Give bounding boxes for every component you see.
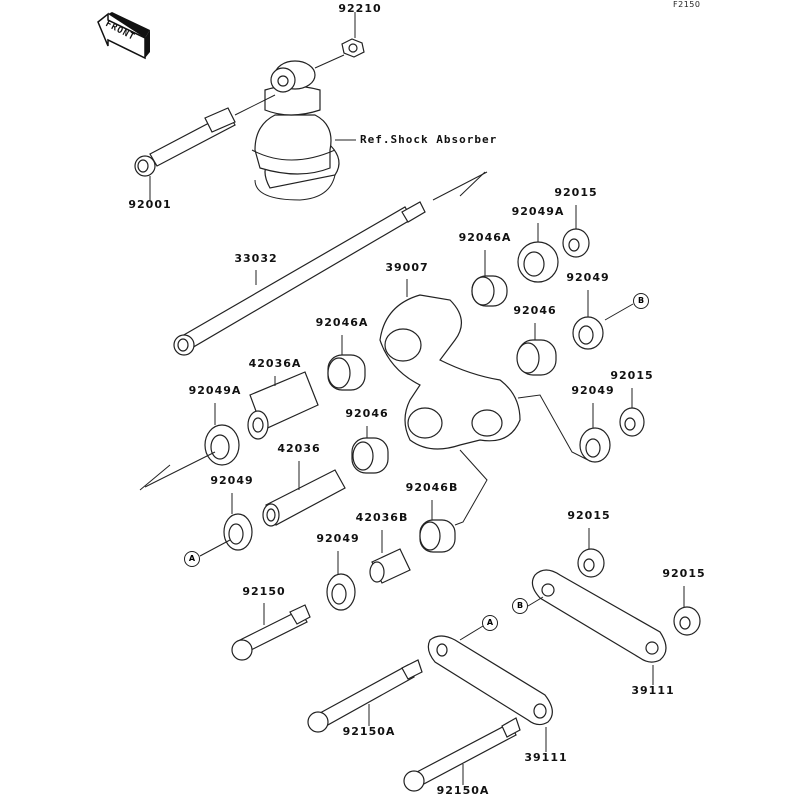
bearing-92046-right-drawing bbox=[516, 323, 557, 376]
part-label-92049-c[interactable]: 92049 bbox=[210, 474, 254, 487]
shaft-33032-drawing bbox=[173, 171, 488, 356]
spacer-42036-drawing bbox=[262, 461, 346, 527]
collar-92049-left-drawing bbox=[199, 493, 253, 557]
part-label-39007[interactable]: 39007 bbox=[385, 261, 429, 274]
nut-92015-right-drawing bbox=[673, 586, 701, 636]
part-label-92015-a[interactable]: 92015 bbox=[554, 186, 598, 199]
part-label-92049-b[interactable]: 92049 bbox=[571, 384, 615, 397]
spacer-42036B-drawing bbox=[369, 530, 411, 584]
marker-b-bottom: B bbox=[512, 598, 528, 614]
part-label-92015-b[interactable]: 92015 bbox=[610, 369, 654, 382]
part-label-42036[interactable]: 42036 bbox=[277, 442, 321, 455]
bolt-92150-drawing bbox=[231, 603, 311, 661]
marker-a-bottom: A bbox=[482, 615, 498, 631]
part-label-92049-a[interactable]: 92049 bbox=[566, 271, 610, 284]
part-label-92046-a[interactable]: 92046 bbox=[513, 304, 557, 317]
bearing-92046A-left-drawing bbox=[327, 335, 366, 391]
collar-92049A-right-drawing bbox=[517, 223, 559, 283]
part-label-92046A-a[interactable]: 92046A bbox=[458, 231, 512, 244]
nut-92210-drawing bbox=[314, 12, 365, 69]
part-label-92150[interactable]: 92150 bbox=[242, 585, 286, 598]
part-label-42036B[interactable]: 42036B bbox=[355, 511, 409, 524]
bolt-92150A-upper-drawing bbox=[307, 659, 423, 733]
shock-absorber-drawing bbox=[251, 60, 356, 201]
part-label-92015-c[interactable]: 92015 bbox=[567, 509, 611, 522]
part-label-92046B[interactable]: 92046B bbox=[405, 481, 459, 494]
marker-a-left: A bbox=[184, 551, 200, 567]
bearing-92046B-drawing bbox=[419, 500, 456, 553]
part-label-92049A-a[interactable]: 92049A bbox=[511, 205, 565, 218]
part-label-39111-a[interactable]: 39111 bbox=[631, 684, 675, 697]
part-label-42036A[interactable]: 42036A bbox=[248, 357, 302, 370]
part-label-92046A-b[interactable]: 92046A bbox=[315, 316, 369, 329]
nut-92015-mid-drawing bbox=[619, 388, 645, 437]
part-label-92210[interactable]: 92210 bbox=[338, 2, 382, 15]
bearing-92046A-right-drawing bbox=[471, 250, 508, 307]
collar-92049-bottom-drawing bbox=[326, 551, 356, 611]
link-39111-lower-drawing bbox=[427, 625, 553, 752]
bolt-92001-drawing bbox=[134, 94, 276, 200]
bolt-92150A-lower-drawing bbox=[403, 717, 521, 792]
bearing-92046-left-drawing bbox=[351, 426, 389, 474]
rocker-arm-39007-drawing bbox=[379, 279, 589, 526]
shock-absorber-reference-label: Ref.Shock Absorber bbox=[360, 133, 498, 146]
part-label-92150A-b[interactable]: 92150A bbox=[436, 784, 490, 797]
collar-92049-right-lower-drawing bbox=[579, 403, 611, 463]
collar-92049-right-drawing bbox=[572, 290, 634, 350]
link-39111-upper-drawing bbox=[527, 569, 667, 685]
part-label-92150A-a[interactable]: 92150A bbox=[342, 725, 396, 738]
nut-92015-top-drawing bbox=[562, 205, 590, 258]
part-label-39111-b[interactable]: 39111 bbox=[524, 751, 568, 764]
spacer-42036A-drawing bbox=[247, 371, 319, 440]
front-arrow-icon bbox=[97, 12, 150, 60]
part-label-92015-d[interactable]: 92015 bbox=[662, 567, 706, 580]
part-label-92049A-b[interactable]: 92049A bbox=[188, 384, 242, 397]
part-label-92046-b[interactable]: 92046 bbox=[345, 407, 389, 420]
part-label-92049-d[interactable]: 92049 bbox=[316, 532, 360, 545]
part-label-33032[interactable]: 33032 bbox=[234, 252, 278, 265]
part-label-92001[interactable]: 92001 bbox=[128, 198, 172, 211]
collar-92049A-left-drawing bbox=[139, 403, 240, 491]
marker-b-top: B bbox=[633, 293, 649, 309]
diagram-code: F2150 bbox=[673, 0, 701, 9]
nut-92015-lower-drawing bbox=[577, 528, 605, 578]
